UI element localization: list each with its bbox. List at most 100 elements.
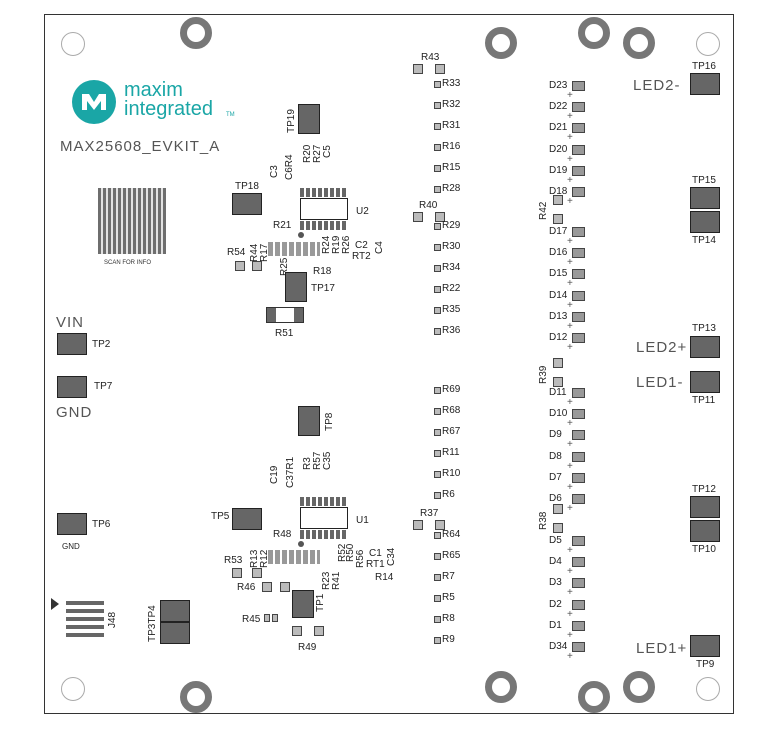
- r37-pad-b[interactable]: [435, 520, 445, 530]
- tp9-pad[interactable]: [690, 635, 720, 657]
- resistor-pad[interactable]: [434, 123, 441, 130]
- led-diode-pad[interactable]: [572, 409, 585, 420]
- led-diode-pad[interactable]: [572, 430, 585, 441]
- resistor-pad[interactable]: [434, 186, 441, 193]
- led-diode-pad[interactable]: [572, 290, 585, 301]
- led-diode-pad[interactable]: [572, 451, 585, 462]
- tp5-pad[interactable]: [232, 508, 262, 530]
- j48-connector[interactable]: [66, 599, 104, 637]
- resistor-pad[interactable]: [434, 450, 441, 457]
- r53-pad[interactable]: [232, 568, 242, 578]
- resistor-pad[interactable]: [434, 244, 441, 251]
- resistor-pad[interactable]: [434, 553, 441, 560]
- resistor-pad[interactable]: [434, 387, 441, 394]
- led-diode-pad[interactable]: [572, 620, 585, 631]
- r38-pad-b[interactable]: [553, 523, 563, 533]
- r43-pad-b[interactable]: [435, 64, 445, 74]
- resistor-pad[interactable]: [434, 102, 441, 109]
- led-diode-pad[interactable]: [572, 102, 585, 113]
- led-diode-pad[interactable]: [572, 165, 585, 176]
- polarity-plus-icon: +: [567, 397, 573, 408]
- led-diode-pad[interactable]: [572, 227, 585, 237]
- passive-array: [268, 550, 320, 564]
- polarity-plus-icon: +: [567, 196, 573, 207]
- led-diode-pad[interactable]: [572, 388, 585, 398]
- tp8-pad[interactable]: [298, 406, 320, 436]
- led-diode-pad[interactable]: [572, 333, 585, 343]
- tp13-pad[interactable]: [690, 336, 720, 358]
- resistor-pad[interactable]: [434, 223, 441, 230]
- tp2-pad[interactable]: [57, 333, 87, 355]
- r39-pad[interactable]: [553, 358, 563, 368]
- led-diode-pad[interactable]: [572, 578, 585, 589]
- r45-pad[interactable]: [264, 614, 270, 622]
- r49-pad[interactable]: [292, 626, 302, 636]
- led-diode-pad[interactable]: [572, 269, 585, 280]
- resistor-pad[interactable]: [434, 574, 441, 581]
- resistor-pad[interactable]: [434, 286, 441, 293]
- tp12-pad[interactable]: [690, 496, 720, 518]
- r42-pad-b[interactable]: [553, 214, 563, 224]
- r53-pad-b[interactable]: [252, 568, 262, 578]
- resistor-pad[interactable]: [434, 471, 441, 478]
- r54-pad-b[interactable]: [252, 261, 262, 271]
- led-diode-pad[interactable]: [572, 123, 585, 134]
- tp16-pad[interactable]: [690, 73, 720, 95]
- resistor-pad[interactable]: [434, 532, 441, 539]
- mounting-hole: [485, 27, 517, 59]
- r40-pad[interactable]: [413, 212, 423, 222]
- led-diode-pad[interactable]: [572, 494, 585, 504]
- resistor-pad[interactable]: [434, 637, 441, 644]
- tp7-pad[interactable]: [57, 376, 87, 398]
- tp10-pad[interactable]: [690, 520, 720, 542]
- led-diode-pad[interactable]: [572, 472, 585, 483]
- r46-pad[interactable]: [262, 582, 272, 592]
- r40-pad-b[interactable]: [435, 212, 445, 222]
- led-diode-pad[interactable]: [572, 248, 585, 259]
- tp11-pad[interactable]: [690, 371, 720, 393]
- resistor-pad[interactable]: [434, 265, 441, 272]
- r38-pad[interactable]: [553, 504, 563, 514]
- tp1-pad[interactable]: [292, 590, 314, 618]
- resistor-pad[interactable]: [434, 595, 441, 602]
- tp15-pad[interactable]: [690, 187, 720, 209]
- u2-ic[interactable]: [300, 198, 348, 220]
- led-diode-pad[interactable]: [572, 187, 585, 197]
- r46-pad-b[interactable]: [280, 582, 290, 592]
- qr-code[interactable]: [98, 188, 166, 254]
- r39-pad-b[interactable]: [553, 377, 563, 387]
- r43-pad[interactable]: [413, 64, 423, 74]
- led-diode-pad[interactable]: [572, 557, 585, 568]
- tp4-pad[interactable]: [160, 622, 190, 644]
- resistor-pad[interactable]: [434, 408, 441, 415]
- resistor-pad[interactable]: [434, 144, 441, 151]
- resistor-pad[interactable]: [434, 429, 441, 436]
- r51-resistor[interactable]: [266, 307, 304, 323]
- led-diode-pad[interactable]: [572, 536, 585, 546]
- r37-pad[interactable]: [413, 520, 423, 530]
- led-diode-pad[interactable]: [572, 642, 585, 652]
- r45-pad-b[interactable]: [272, 614, 278, 622]
- tp19-pad[interactable]: [298, 104, 320, 134]
- resistor-pad[interactable]: [434, 307, 441, 314]
- tp17-pad[interactable]: [285, 272, 307, 302]
- led-diode-pad[interactable]: [572, 599, 585, 610]
- r42-pad[interactable]: [553, 195, 563, 205]
- resistor-label: R69: [442, 384, 461, 395]
- tp14-pad[interactable]: [690, 211, 720, 233]
- tp6-pad[interactable]: [57, 513, 87, 535]
- tp3-pad[interactable]: [160, 600, 190, 622]
- resistor-pad[interactable]: [434, 616, 441, 623]
- u1-ic[interactable]: [300, 507, 348, 529]
- resistor-pad[interactable]: [434, 81, 441, 88]
- resistor-pad[interactable]: [434, 328, 441, 335]
- led-diode-pad[interactable]: [572, 144, 585, 155]
- diode-label: D4: [549, 556, 562, 568]
- led-diode-pad[interactable]: [572, 81, 585, 91]
- led-diode-pad[interactable]: [572, 311, 585, 322]
- tp18-pad[interactable]: [232, 193, 262, 215]
- resistor-pad[interactable]: [434, 492, 441, 499]
- r54-pad[interactable]: [235, 261, 245, 271]
- resistor-pad[interactable]: [434, 165, 441, 172]
- r49-pad-b[interactable]: [314, 626, 324, 636]
